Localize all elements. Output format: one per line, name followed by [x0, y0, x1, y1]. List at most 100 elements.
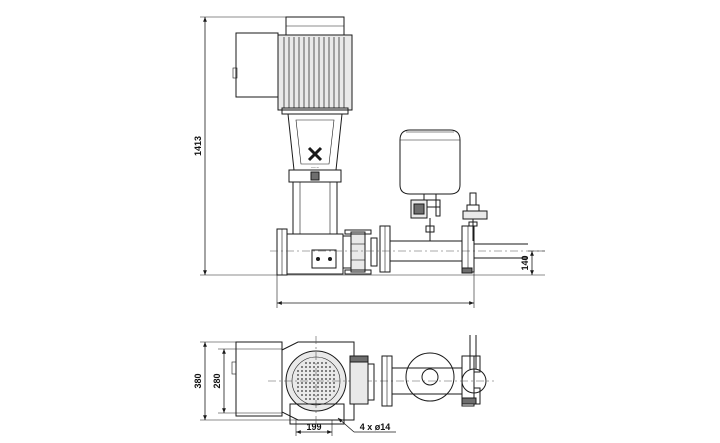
fan-grid-dot — [301, 386, 303, 388]
fan-grid-dot — [301, 390, 303, 392]
fan-grid-dot — [329, 378, 331, 380]
base-footprint — [289, 403, 345, 425]
fan-grid-dot — [325, 378, 327, 380]
fan-grid-dot — [309, 394, 311, 396]
fan-grid-dot — [325, 394, 327, 396]
fan-grid-dot — [305, 366, 307, 368]
fan-grid-dot — [325, 382, 327, 384]
fan-grid-dot — [309, 382, 311, 384]
pump-sleeve — [292, 181, 338, 235]
fan-grid-dot — [329, 390, 331, 392]
fan-grid-dot — [297, 390, 299, 392]
fan-grid-dot — [297, 370, 299, 372]
fan-grid-dot — [317, 374, 319, 376]
fan-grid-dot — [325, 370, 327, 372]
fan-grid-dot — [325, 366, 327, 368]
fan-grid-dot — [313, 362, 315, 364]
terminal-gland — [232, 67, 238, 79]
fan-grid-dot — [321, 394, 323, 396]
fan-grid-dot — [333, 382, 335, 384]
fan-grid-dot — [309, 378, 311, 380]
fan-grid-dot — [297, 378, 299, 380]
fan-grid-dot — [309, 390, 311, 392]
isolation-valve — [350, 231, 366, 273]
fan-grid-dot — [313, 378, 315, 380]
fan-grid-dot — [305, 394, 307, 396]
dimension-total-height: 1413 — [193, 16, 286, 275]
fan-grid-dot — [325, 390, 327, 392]
fan-grid-dot — [313, 366, 315, 368]
fan-grid-dot — [317, 382, 319, 384]
fan-grid-dot — [305, 362, 307, 364]
valve-top — [349, 359, 369, 405]
side-view: grundfos-x-mark — [200, 16, 545, 276]
fan-grid-dot — [297, 374, 299, 376]
dim-label-1413: 1413 — [193, 136, 203, 156]
fan-grid-dot — [317, 378, 319, 380]
motor-outline-top — [281, 341, 355, 421]
fan-grid-dot — [305, 378, 307, 380]
fan-grid-dot — [329, 386, 331, 388]
fan-grid-dot — [313, 390, 315, 392]
fan-grid-dot — [313, 374, 315, 376]
fan-grid-dot — [313, 370, 315, 372]
dim-label-280: 280 — [212, 373, 222, 388]
terminal-box-top — [235, 341, 283, 417]
outlet-flange — [342, 235, 352, 269]
fan-grid-dot — [309, 366, 311, 368]
fan-grid-dot — [297, 386, 299, 388]
fan-grid-dot — [329, 394, 331, 396]
pump-vent-plug — [310, 171, 320, 181]
fan-grid-dot — [309, 398, 311, 400]
pressure-sensor-head — [469, 192, 477, 206]
fan-grid-dot — [321, 366, 323, 368]
fan-grid-dot — [333, 374, 335, 376]
dimension-bolt-spacing: 199 — [295, 420, 333, 436]
fan-grid-dot — [309, 362, 311, 364]
fan-grid-dot — [305, 370, 307, 372]
fan-grid-dot — [301, 366, 303, 368]
fan-grid-dot — [301, 370, 303, 372]
fan-grid-dot — [333, 370, 335, 372]
fan-grid-dot — [309, 386, 311, 388]
fan-grid-dot — [317, 390, 319, 392]
fan-grid-dot — [321, 398, 323, 400]
fan-grid-dot — [321, 362, 323, 364]
sensor-top — [461, 368, 487, 394]
dimension-overall-width — [276, 272, 475, 308]
fan-grid-dot — [313, 394, 315, 396]
motor-cooling-fins — [283, 37, 345, 108]
fan-grid-dot — [317, 370, 319, 372]
fan-grid-dot — [309, 374, 311, 376]
fan-grid-dot — [301, 382, 303, 384]
dimension-pipe-height: 140 — [520, 250, 545, 275]
fan-grid-dot — [321, 382, 323, 384]
fan-grid-dot — [329, 370, 331, 372]
fan-grid-dot — [325, 386, 327, 388]
fan-grid-dot — [329, 382, 331, 384]
fan-grid-dot — [321, 370, 323, 372]
fan-grid-dot — [333, 386, 335, 388]
fan-grid-dot — [321, 386, 323, 388]
fan-grid-dot — [305, 398, 307, 400]
fan-grid-dot — [305, 374, 307, 376]
fan-grid-dot — [317, 366, 319, 368]
fan-grid-dot — [297, 382, 299, 384]
base-foot — [311, 249, 337, 269]
dim-label-380: 380 — [193, 373, 203, 388]
fan-grid-dot — [321, 374, 323, 376]
fan-grid-dot — [325, 362, 327, 364]
dimension-depth-total: 380 — [193, 341, 298, 421]
tank-top — [405, 352, 455, 402]
fan-grid-dot — [329, 374, 331, 376]
fan-grid-dot — [305, 390, 307, 392]
fan-grid-dot — [325, 374, 327, 376]
fan-grid-dot — [313, 398, 315, 400]
terminal-box — [235, 32, 279, 98]
diaphragm-tank — [399, 129, 461, 201]
motor-body — [277, 34, 353, 111]
pressure-sensor-body — [462, 210, 488, 220]
dim-label-140: 140 — [520, 255, 530, 270]
fan-grid-dot — [317, 386, 319, 388]
